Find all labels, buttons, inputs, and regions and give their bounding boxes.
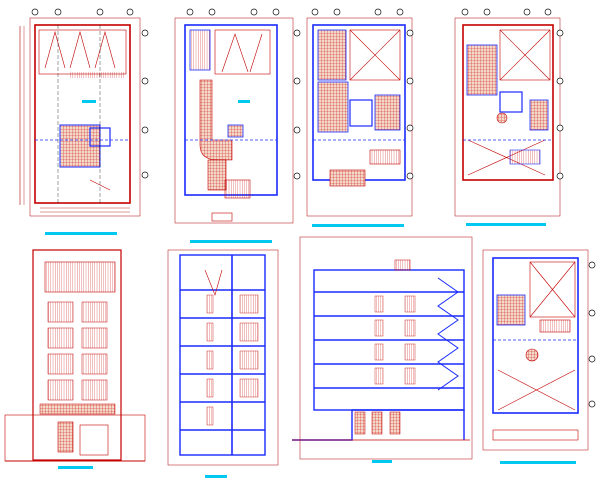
title-bar <box>372 460 392 463</box>
main-facade-elevation <box>4 249 146 469</box>
title-bar <box>500 461 576 464</box>
cross-section-b <box>292 236 473 463</box>
title-bar <box>312 224 404 227</box>
typical-floor-plan-b <box>454 8 564 226</box>
longitudinal-section-a <box>167 249 279 478</box>
circle-icon <box>186 8 301 180</box>
x-icon <box>529 261 576 318</box>
title-bar <box>466 223 546 226</box>
title-bar <box>205 475 227 478</box>
x-icon <box>349 29 401 81</box>
x-icon <box>499 29 551 81</box>
circle-icon <box>461 8 564 180</box>
circle-icon <box>311 8 414 180</box>
typical-floor-plan-a <box>306 8 414 227</box>
title-bar <box>190 240 272 243</box>
circle-icon <box>31 8 149 179</box>
first-floor-plan <box>19 8 149 235</box>
title-bar <box>45 232 117 235</box>
roof-floor-plan <box>482 249 596 464</box>
circle-icon <box>588 261 596 408</box>
title-bar <box>58 466 93 469</box>
second-floor-plan <box>174 8 301 243</box>
